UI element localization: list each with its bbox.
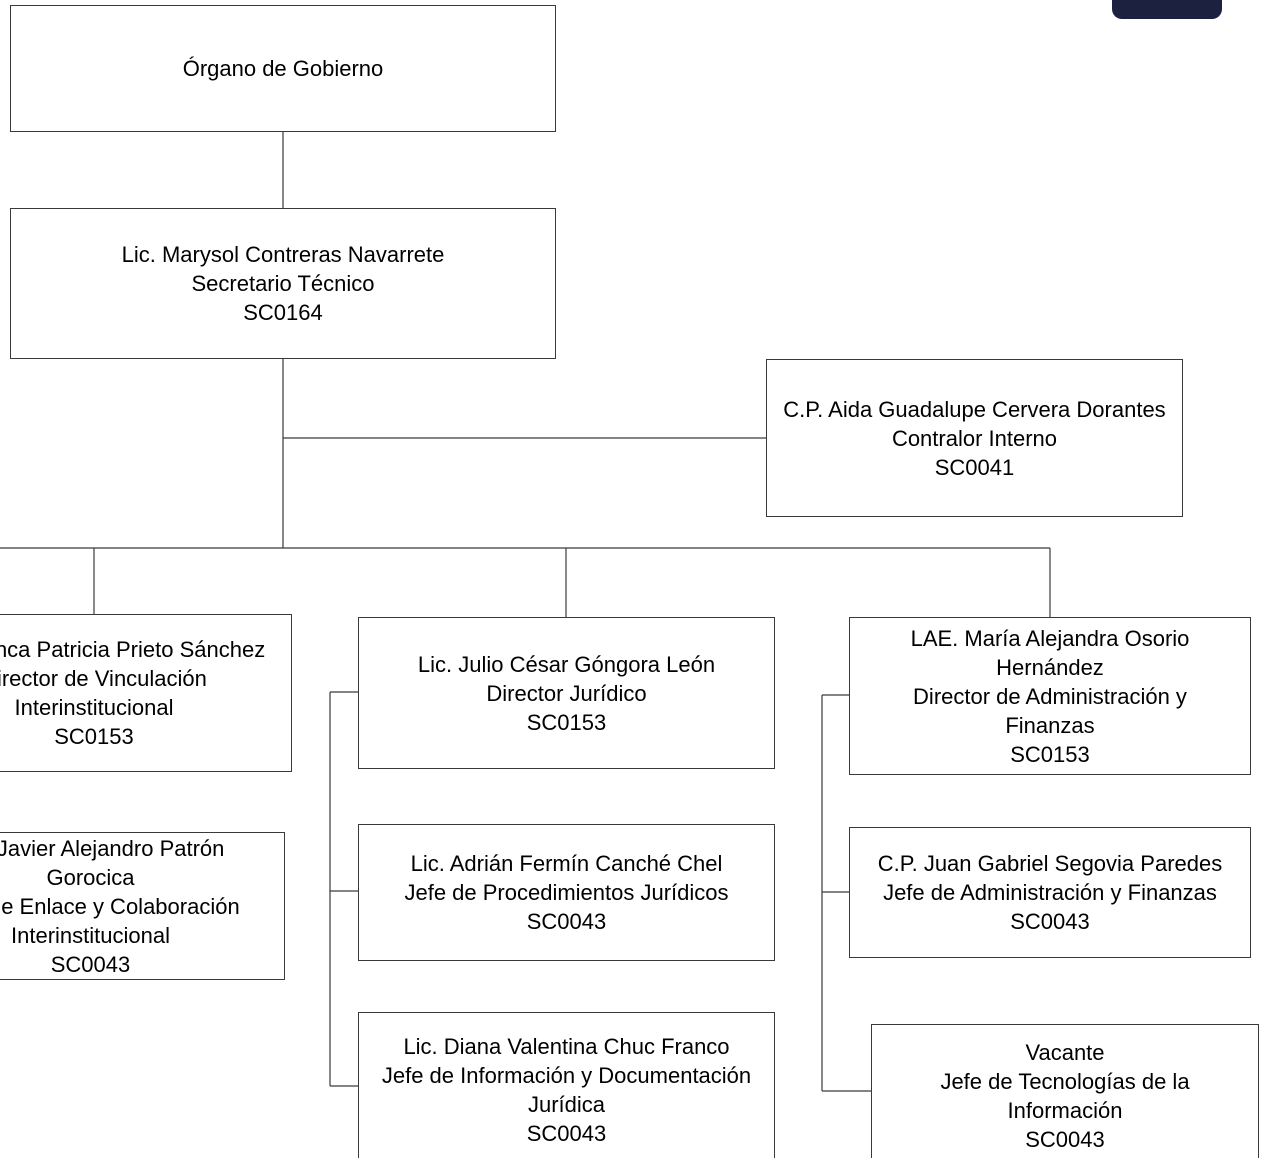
node-line: SC0043 (526, 1121, 607, 1146)
node-line: SC0041 (934, 454, 1015, 480)
node-line: Director de Administración y (913, 683, 1187, 709)
node-text: Órgano de Gobierno (183, 54, 384, 83)
node-line: Lic. Marysol Contreras Navarrete (121, 242, 445, 267)
node-line: Información (1007, 1098, 1123, 1123)
node-jefe-enlace: Lic. Javier Alejandro PatrónGorocicaJefe… (0, 832, 285, 980)
node-organo-de-gobierno: Órgano de Gobierno (10, 5, 556, 132)
node-line: Hernández (996, 654, 1104, 680)
node-line: Jefe de Enlace y Colaboración (0, 893, 240, 919)
node-line: C.P. Juan Gabriel Segovia Paredes (877, 851, 1223, 876)
node-line: SC0153 (1010, 741, 1090, 767)
node-line: Jefe de Procedimientos Jurídicos (404, 880, 729, 905)
node-line: Lic. Blanca Patricia Prieto Sánchez (0, 637, 266, 662)
node-line: Director de Vinculación (0, 666, 207, 691)
node-line: Jefe de Información y Documentación (381, 1063, 752, 1088)
node-director-vinculacion: Lic. Blanca Patricia Prieto SánchezDirec… (0, 614, 292, 772)
node-line: SC0043 (1025, 1127, 1105, 1152)
logo (1112, 0, 1222, 19)
node-line: Gorocica (46, 864, 135, 890)
node-line: SC0043 (1010, 909, 1090, 934)
node-line: Secretario Técnico (191, 271, 375, 296)
node-line: C.P. Aida Guadalupe Cervera Dorantes (783, 396, 1166, 422)
node-line: Jefe de Tecnologías de la (940, 1069, 1190, 1094)
node-line: SC0043 (50, 951, 131, 977)
node-line: Lic. Diana Valentina Chuc Franco (403, 1034, 730, 1059)
node-line: Finanzas (1005, 712, 1095, 738)
node-line: Jefe de Administración y Finanzas (883, 880, 1217, 905)
node-line: Lic. Adrián Fermín Canché Chel (410, 851, 723, 876)
node-line: Jurídica (527, 1092, 606, 1117)
node-line: Vacante (1025, 1040, 1105, 1065)
node-text: Lic. Blanca Patricia Prieto SánchezDirec… (0, 635, 265, 751)
node-line: SC0153 (526, 709, 607, 735)
node-line: SC0164 (243, 300, 323, 325)
node-line: LAE. María Alejandra Osorio (910, 625, 1190, 651)
node-line: Órgano de Gobierno (182, 56, 384, 81)
node-line: Interinstitucional (11, 922, 170, 948)
node-line: SC0043 (526, 909, 607, 934)
node-line: Interinstitucional (14, 695, 174, 720)
node-line: Lic. Javier Alejandro Patrón (0, 835, 225, 861)
node-text: Lic. Javier Alejandro PatrónGorocicaJefe… (0, 834, 240, 979)
node-line: Director Jurídico (486, 680, 647, 706)
node-line: SC0153 (54, 724, 134, 749)
node-line: Contralor Interno (891, 425, 1058, 451)
node-line: Lic. Julio César Góngora León (417, 651, 716, 677)
